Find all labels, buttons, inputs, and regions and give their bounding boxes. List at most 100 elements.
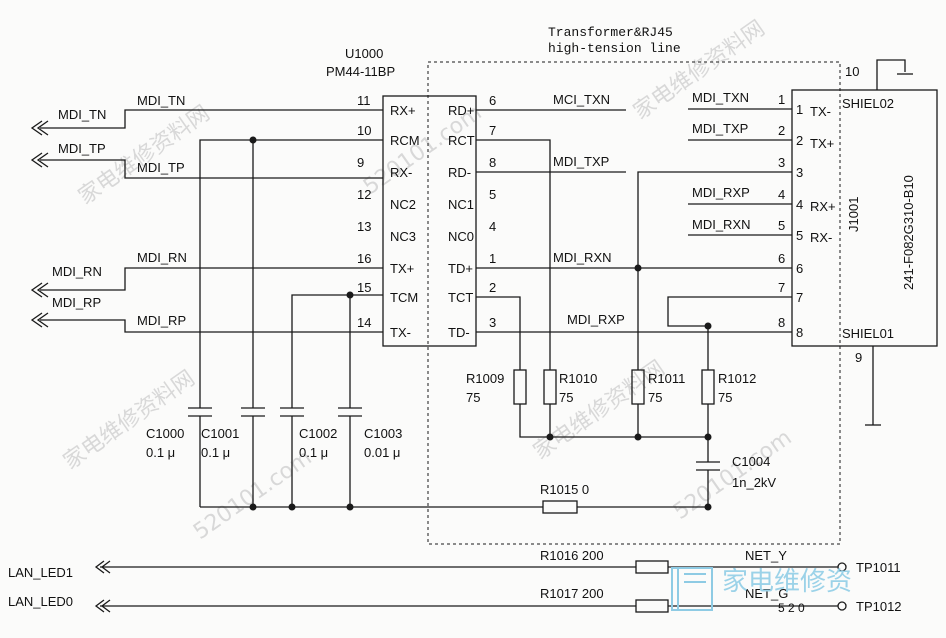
- r1009-value: 75: [466, 390, 480, 405]
- net-label-mdi-tp-2: MDI_TP: [137, 160, 185, 175]
- arrow-icon: [94, 599, 111, 613]
- r1012-ref: R1012: [718, 371, 756, 386]
- u1000-pin-number: 8: [489, 155, 496, 170]
- c1004-ref: C1004: [732, 454, 770, 469]
- net-label-j-txn: MDI_TXN: [692, 90, 749, 105]
- wire-j-pin7: [667, 296, 792, 370]
- junction: [249, 503, 257, 511]
- r1011-ref: R1011: [648, 371, 685, 386]
- net-label-net-g: NET_G: [745, 586, 788, 601]
- u1000-pin-name: RX+: [390, 103, 416, 118]
- u1000-pin-number: 7: [489, 123, 496, 138]
- j1001-pin-number-inner: 2: [796, 133, 803, 148]
- u1000-pin-number: 10: [357, 123, 371, 138]
- u1000-pin-number: 13: [357, 219, 371, 234]
- capacitor-c1003: [338, 407, 362, 507]
- u1000-pin-number: 4: [489, 219, 496, 234]
- capacitor-c1004: [696, 461, 720, 507]
- j1001-pin-number: 6: [778, 251, 785, 266]
- net-label-mdi-rp: MDI_RP: [52, 295, 101, 310]
- junction: [249, 136, 257, 144]
- r1010-ref: R1010: [559, 371, 597, 386]
- test-point-tp1012: [837, 601, 847, 611]
- u1000-pin-name: RCT: [448, 133, 475, 148]
- wire-rcm: [199, 139, 383, 408]
- resistor-r1010: [543, 369, 557, 405]
- net-label-mdi-rn: MDI_RN: [52, 264, 102, 279]
- j1001-pin-number-inner: 7: [796, 290, 803, 305]
- junction: [704, 433, 712, 441]
- wire-tcm: [291, 294, 383, 408]
- u1000-pin-name: RD+: [448, 103, 474, 118]
- j1001-pin9: 9: [855, 350, 862, 365]
- wire-mdi-rn: [40, 267, 383, 291]
- u1000-pin-name: TD+: [448, 261, 473, 276]
- wire-mdi-tp: [40, 159, 383, 179]
- net-label-mdi-tn-2: MDI_TN: [137, 93, 185, 108]
- u1000-pin-name: NC3: [390, 229, 416, 244]
- r1016-label: R1016 200: [540, 548, 604, 563]
- c1003-ref: C1003: [364, 426, 402, 441]
- net-label-j-rxn: MDI_RXN: [692, 217, 751, 232]
- r1011-value: 75: [648, 390, 662, 405]
- tp1012-label: TP1012: [856, 599, 902, 614]
- u1000-pin-name: RX-: [390, 165, 412, 180]
- j1001-ref: J1001: [846, 197, 861, 232]
- resistor-r1017: [635, 599, 669, 613]
- u1000-part: PM44-11BP: [326, 64, 395, 79]
- u1000-pin-number: 9: [357, 155, 364, 170]
- capacitor-c1000: [188, 407, 212, 507]
- j1001-pin-number: 1: [778, 92, 785, 107]
- j1001-pin-number-inner: 8: [796, 325, 803, 340]
- c1000-ref: C1000: [146, 426, 184, 441]
- c1003-value: 0.01 μ: [364, 445, 400, 460]
- u1000-pin-number: 12: [357, 187, 371, 202]
- j1001-pin-number: 2: [778, 123, 785, 138]
- u1000-pin-name: NC0: [448, 229, 474, 244]
- capacitor-row: [188, 407, 362, 507]
- r1012-value: 75: [718, 390, 732, 405]
- c1000-value: 0.1 μ: [146, 445, 175, 460]
- r1017-label: R1017 200: [540, 586, 604, 601]
- j1001-part: 241-F082G310-B10: [901, 175, 916, 290]
- j1001-pin-name: RX+: [810, 199, 836, 214]
- arrow-icon: [94, 560, 111, 574]
- transformer-title: Transformer&RJ45: [548, 25, 673, 40]
- junction: [346, 503, 354, 511]
- junction: [546, 433, 554, 441]
- u1000-pin-number: 6: [489, 93, 496, 108]
- r1010-value: 75: [559, 390, 573, 405]
- j1001-pin-number-inner: 3: [796, 165, 803, 180]
- wire-tct: [476, 296, 521, 370]
- net-label-mdi-rxp: MDI_RXP: [567, 312, 625, 327]
- u1000-pin-name: NC1: [448, 197, 474, 212]
- net-label-net-y: NET_Y: [745, 548, 787, 563]
- u1000-pin-number: 16: [357, 251, 371, 266]
- j1001-pin-number: 5: [778, 218, 785, 233]
- u1000-pin-number: 15: [357, 280, 371, 295]
- off-page-arrows: [30, 120, 49, 328]
- net-label-mdi-rp-2: MDI_RP: [137, 313, 186, 328]
- resistor-r1015: [542, 500, 578, 514]
- r1009-ref: R1009: [466, 371, 504, 386]
- u1000-pin-name: RD-: [448, 165, 471, 180]
- junction: [634, 264, 642, 272]
- j1001-pin-number: 3: [778, 155, 785, 170]
- r1015-label: R1015 0: [540, 482, 589, 497]
- u1000-pin-name: TX+: [390, 261, 414, 276]
- wire-termination-common: [519, 404, 709, 462]
- arrow-icon: [30, 152, 49, 168]
- u1000-pin-number: 3: [489, 315, 496, 330]
- site-logo: 家电维修资 5 2 0: [671, 567, 852, 615]
- transformer-boundary: [427, 61, 841, 545]
- net-label-mdi-rn-2: MDI_RN: [137, 250, 187, 265]
- u1000-pin-name: TX-: [390, 325, 411, 340]
- u1000-pin-name: TD-: [448, 325, 470, 340]
- junction: [634, 433, 642, 441]
- j1001-pin-number: 8: [778, 315, 785, 330]
- resistor-r1009: [513, 369, 527, 405]
- wire-j-pin3: [637, 171, 792, 370]
